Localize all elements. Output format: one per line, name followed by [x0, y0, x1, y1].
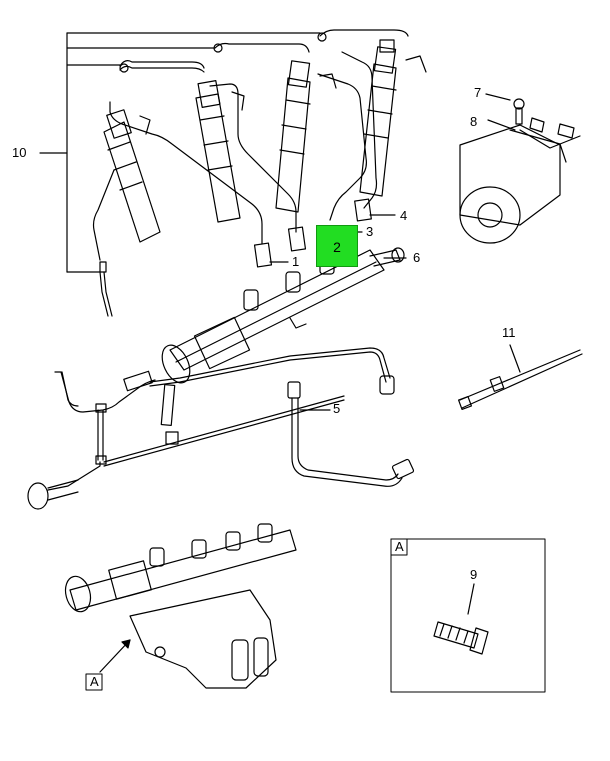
return-lines	[119, 29, 409, 73]
callout-10[interactable]: 10	[12, 145, 27, 160]
callout-8[interactable]: 8	[470, 114, 478, 129]
callout-7[interactable]: 7	[474, 85, 482, 100]
callout-3[interactable]: 3	[366, 224, 374, 239]
callout-11[interactable]: 11	[502, 325, 516, 340]
fuel-rail	[161, 247, 405, 384]
callout-10-bracket	[39, 32, 321, 273]
callout-4[interactable]: 4	[400, 208, 408, 223]
injector-2	[195, 80, 245, 223]
rail-feed-line	[149, 347, 395, 395]
callout-leaders	[269, 93, 511, 411]
callout-1[interactable]: 1	[292, 254, 300, 269]
fuel-line-5	[287, 381, 415, 487]
callout-5[interactable]: 5	[333, 401, 341, 416]
callout-9[interactable]: 9	[470, 567, 478, 582]
callout-2[interactable]: 2	[316, 225, 358, 267]
injector-4	[359, 39, 427, 197]
detail-ref-box: A	[395, 539, 404, 554]
return-hose	[92, 169, 115, 317]
injector-lines	[109, 51, 378, 268]
bolt-9	[433, 583, 489, 655]
injector-1	[103, 109, 161, 243]
injector-3	[275, 60, 337, 213]
callout-6[interactable]: 6	[413, 250, 421, 265]
detail-ref-main[interactable]: A	[90, 674, 99, 689]
sensor-harness	[27, 370, 345, 510]
rail-bracket-detail	[64, 523, 297, 689]
cable-tie	[457, 344, 583, 411]
detail-box	[390, 538, 546, 693]
engine-inset	[459, 98, 581, 244]
